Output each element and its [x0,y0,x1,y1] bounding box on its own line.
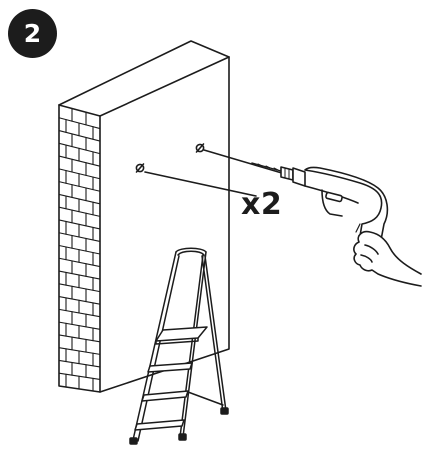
step-number-badge: 2 [8,9,57,58]
step-ladder-icon [129,247,229,445]
hand-icon [353,230,422,287]
brick-wall-icon [58,40,230,393]
drill-alignment-line [203,149,293,177]
drill-hole-icon [135,163,145,173]
quantity-multiplier-label: x2 [241,187,283,222]
callout-line [144,171,257,197]
step-number: 2 [23,19,42,48]
drill-hole-icon [195,143,205,153]
